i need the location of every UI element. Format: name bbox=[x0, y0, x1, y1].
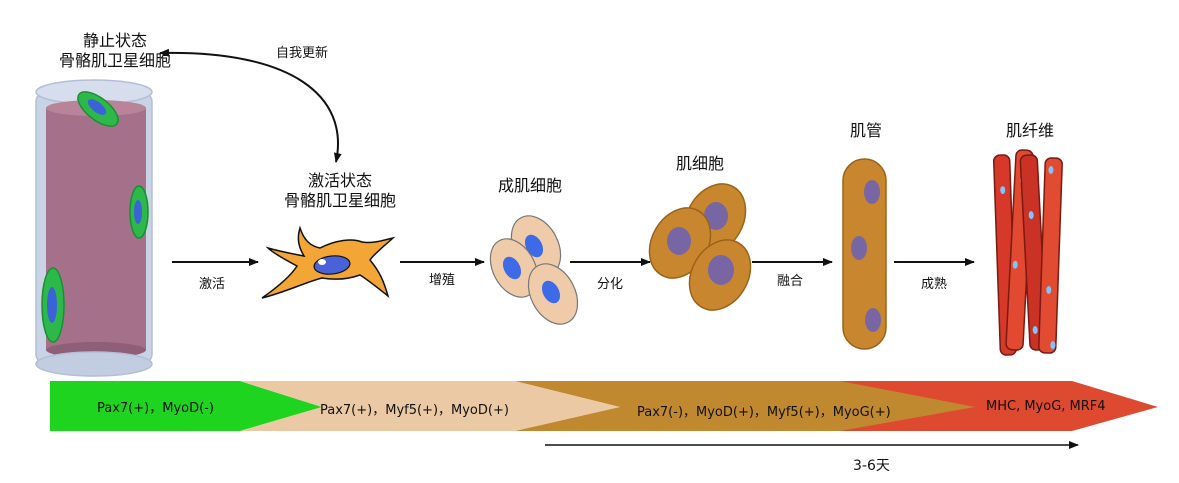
activated-cell-title: 激活状态 骨骼肌卫星细胞 bbox=[270, 171, 410, 211]
maturation-label: 成熟 bbox=[920, 277, 947, 292]
marker-band-segment bbox=[50, 381, 322, 431]
activated-title-line1: 激活状态 bbox=[307, 171, 372, 190]
myotube-title: 肌管 bbox=[849, 121, 882, 140]
quiescent-title-line1: 静止状态 bbox=[82, 31, 147, 50]
marker-band-segment bbox=[240, 381, 620, 431]
marker-band bbox=[50, 381, 1158, 431]
myotube bbox=[842, 158, 887, 350]
myoblast-cells bbox=[489, 215, 579, 325]
myofiber-bundle bbox=[992, 149, 1063, 356]
marker-text-activated: Pax7(+)，Myf5(+)，MyoD(+) bbox=[320, 403, 509, 418]
activated-satellite-cell bbox=[261, 225, 396, 299]
marker-band-segment bbox=[840, 381, 1158, 431]
quiescent-cell-title: 静止状态 骨骼肌卫星细胞 bbox=[50, 31, 180, 71]
activated-title-line2: 骨骼肌卫星细胞 bbox=[283, 191, 396, 210]
myocyte-cells bbox=[648, 183, 752, 311]
quiescent-satellite-cell bbox=[41, 267, 65, 343]
self-renewal-arrow bbox=[159, 48, 342, 163]
proliferation-label: 增殖 bbox=[428, 273, 455, 288]
myocyte-title: 肌细胞 bbox=[675, 154, 724, 173]
quiescent-title-line2: 骨骼肌卫星细胞 bbox=[58, 51, 171, 70]
myoblast-title: 成肌细胞 bbox=[497, 176, 562, 195]
quiescent-satellite-cell bbox=[129, 185, 149, 239]
differentiation-label: 分化 bbox=[596, 277, 623, 292]
myofiber-title: 肌纤维 bbox=[1005, 121, 1054, 140]
marker-text-quiescent: Pax7(+)，MyoD(-) bbox=[97, 401, 214, 416]
marker-text-differentiating: Pax7(-)，MyoD(+)，Myf5(+)，MyoG(+) bbox=[637, 405, 891, 420]
duration-label: 3-6天 bbox=[853, 458, 890, 474]
marker-text-mature: MHC, MyoG, MRF4 bbox=[986, 399, 1106, 414]
marker-band-segment bbox=[515, 381, 975, 431]
quiescent-satellite-cell bbox=[77, 91, 119, 127]
self-renewal-label: 自我更新 bbox=[275, 46, 328, 61]
fusion-label: 融合 bbox=[776, 274, 803, 289]
activation-label: 激活 bbox=[198, 277, 225, 292]
muscle-fiber-cylinder bbox=[35, 79, 153, 377]
